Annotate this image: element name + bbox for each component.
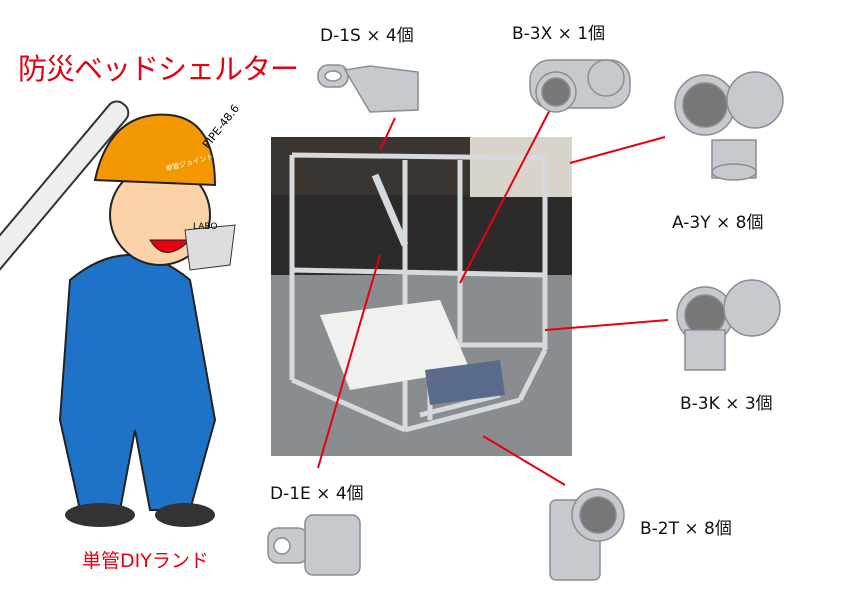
part-d1e-label: D-1E × 4個 [270,484,364,504]
part-d1s-image [317,64,419,113]
connector-lines [317,99,669,486]
part-b3k-label: B-3K × 3個 [680,394,773,414]
page-title: 防災ベッドシェルター [18,52,299,86]
part-d1s-label: D-1S × 4個 [320,26,414,46]
part-b3x-label: B-3X × 1個 [512,24,606,44]
shelter-photo [271,137,572,456]
part-d1e-image [267,514,361,576]
cup-text: LABO [193,222,218,232]
part-b2t-image [549,488,625,581]
part-b2t-label: B-2T × 8個 [640,519,732,539]
part-b3k-image [676,279,781,371]
part-b3x-image [529,59,631,113]
mascot-character [0,100,236,527]
part-a3y-image [674,71,784,181]
brand-label: 単管DIYランド [82,550,209,572]
part-a3y-label: A-3Y × 8個 [672,213,764,233]
